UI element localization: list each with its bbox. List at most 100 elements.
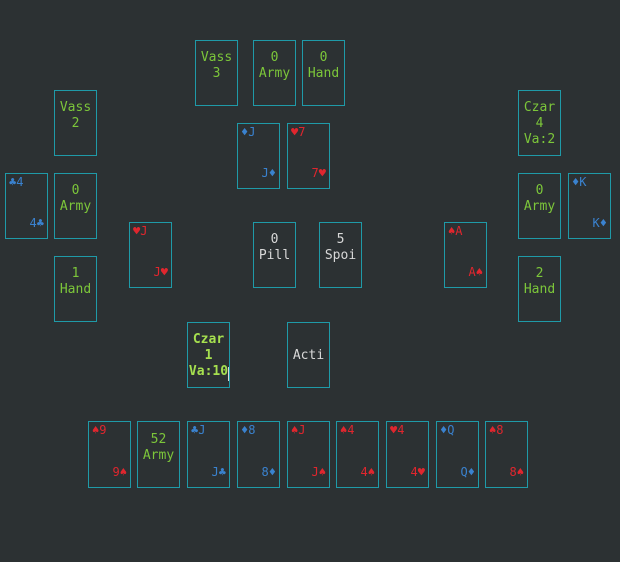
card-rank: Q [460, 465, 468, 479]
card-rank: 4 [29, 216, 37, 230]
text-cursor [228, 367, 229, 381]
card-suit: ♣ [218, 465, 226, 479]
right-player-army[interactable]: 0 Army [518, 173, 561, 239]
card-suit: ♣ [36, 216, 44, 230]
hand-card-8[interactable]: ♠8 8♠ [485, 421, 528, 488]
card-suit: ♦ [467, 465, 475, 479]
self-army-count: 52 [150, 432, 167, 447]
self-player-name: Czar [192, 332, 225, 347]
top-player-info: Vass 3 [195, 40, 238, 106]
card-suit: ♥ [160, 265, 168, 279]
action-label: Acti [292, 348, 325, 363]
card-suit: ♥ [417, 465, 425, 479]
right-player-value: 4 [535, 116, 544, 131]
card-corner: ♦Q [440, 423, 455, 437]
pile-count: 0 [270, 232, 279, 247]
card-suit: ♠ [367, 465, 375, 479]
card-corner: ♥7 [291, 125, 306, 139]
spoils-count: 5 [336, 232, 345, 247]
top-hand-label: Hand [307, 66, 340, 81]
self-army-label: Army [142, 448, 175, 463]
right-player-name: Czar [523, 100, 556, 115]
left-army-count: 0 [71, 183, 80, 198]
spoils[interactable]: 5 Spoi [319, 222, 362, 288]
hand-card-7[interactable]: ♦Q Q♦ [436, 421, 479, 488]
card-suit: ♠ [516, 465, 524, 479]
card-rank: J [211, 465, 219, 479]
card-rank: 7 [311, 166, 319, 180]
right-player-hand[interactable]: 2 Hand [518, 256, 561, 322]
card-rank: K [592, 216, 600, 230]
card-corner: ♠8 [489, 423, 504, 437]
top-army-label: Army [258, 66, 291, 81]
card-corner: ♦8 [241, 423, 256, 437]
card-suit: ♥ [318, 166, 326, 180]
top-played-card-2[interactable]: ♥7 7♥ [287, 123, 330, 189]
hand-card-2[interactable]: ♣J J♣ [187, 421, 230, 488]
top-player-name: Vass [200, 50, 233, 65]
left-player-info: Vass 2 [54, 90, 97, 156]
right-player-extra: Va:2 [523, 132, 556, 147]
left-hand-label: Hand [59, 282, 92, 297]
left-player-hand[interactable]: 1 Hand [54, 256, 97, 322]
left-player-card[interactable]: ♣4 4♣ [5, 173, 48, 239]
card-suit: ♠ [475, 265, 483, 279]
hand-card-1[interactable]: ♠9 9♠ [88, 421, 131, 488]
left-player-name: Vass [59, 100, 92, 115]
right-army-label: Army [523, 199, 556, 214]
card-corner: ♠J [291, 423, 306, 437]
card-rank: 4 [360, 465, 368, 479]
card-rank: 8 [509, 465, 517, 479]
card-rank: 4 [410, 465, 418, 479]
self-army[interactable]: 52 Army [137, 421, 180, 488]
top-player-hand[interactable]: 0 Hand [302, 40, 345, 106]
card-rank: A [468, 265, 476, 279]
right-player-info: Czar 4 Va:2 [518, 90, 561, 156]
right-table-card[interactable]: ♠A A♠ [444, 222, 487, 288]
top-player-army[interactable]: 0 Army [253, 40, 296, 106]
left-table-card[interactable]: ♥J J♥ [129, 222, 172, 288]
right-hand-label: Hand [523, 282, 556, 297]
card-corner: ♣J [191, 423, 206, 437]
card-corner: ♥4 [390, 423, 405, 437]
card-corner: ♦K [572, 175, 587, 189]
card-corner: ♣4 [9, 175, 24, 189]
self-player-extra: Va:10 [188, 364, 229, 379]
hand-card-4[interactable]: ♠J J♠ [287, 421, 330, 488]
right-player-card[interactable]: ♦K K♦ [568, 173, 611, 239]
top-army-count: 0 [270, 50, 279, 65]
card-rank: J [261, 166, 269, 180]
pile-label: Pill [258, 248, 291, 263]
card-rank: 9 [112, 465, 120, 479]
left-player-army[interactable]: 0 Army [54, 173, 97, 239]
top-played-card-1[interactable]: ♦J J♦ [237, 123, 280, 189]
card-corner: ♠A [448, 224, 463, 238]
hand-card-6[interactable]: ♥4 4♥ [386, 421, 429, 488]
card-rank: J [153, 265, 161, 279]
self-player-info: Czar 1 Va:10 [187, 322, 230, 388]
hand-card-5[interactable]: ♠4 4♠ [336, 421, 379, 488]
left-hand-count: 1 [71, 266, 80, 281]
spoils-label: Spoi [324, 248, 357, 263]
left-army-label: Army [59, 199, 92, 214]
left-player-value: 2 [71, 116, 80, 131]
card-corner: ♠4 [340, 423, 355, 437]
pile[interactable]: 0 Pill [253, 222, 296, 288]
self-player-value: 1 [204, 348, 213, 363]
card-suit: ♦ [268, 465, 276, 479]
card-suit: ♦ [268, 166, 276, 180]
card-corner: ♥J [133, 224, 148, 238]
card-rank: J [311, 465, 319, 479]
right-hand-count: 2 [535, 266, 544, 281]
card-suit: ♠ [119, 465, 127, 479]
action-button[interactable]: Acti [287, 322, 330, 388]
card-rank: 8 [261, 465, 269, 479]
top-player-value: 3 [212, 66, 221, 81]
card-suit: ♦ [599, 216, 607, 230]
card-suit: ♠ [318, 465, 326, 479]
right-army-count: 0 [535, 183, 544, 198]
card-corner: ♠9 [92, 423, 107, 437]
top-hand-count: 0 [319, 50, 328, 65]
hand-card-3[interactable]: ♦8 8♦ [237, 421, 280, 488]
card-corner: ♦J [241, 125, 256, 139]
